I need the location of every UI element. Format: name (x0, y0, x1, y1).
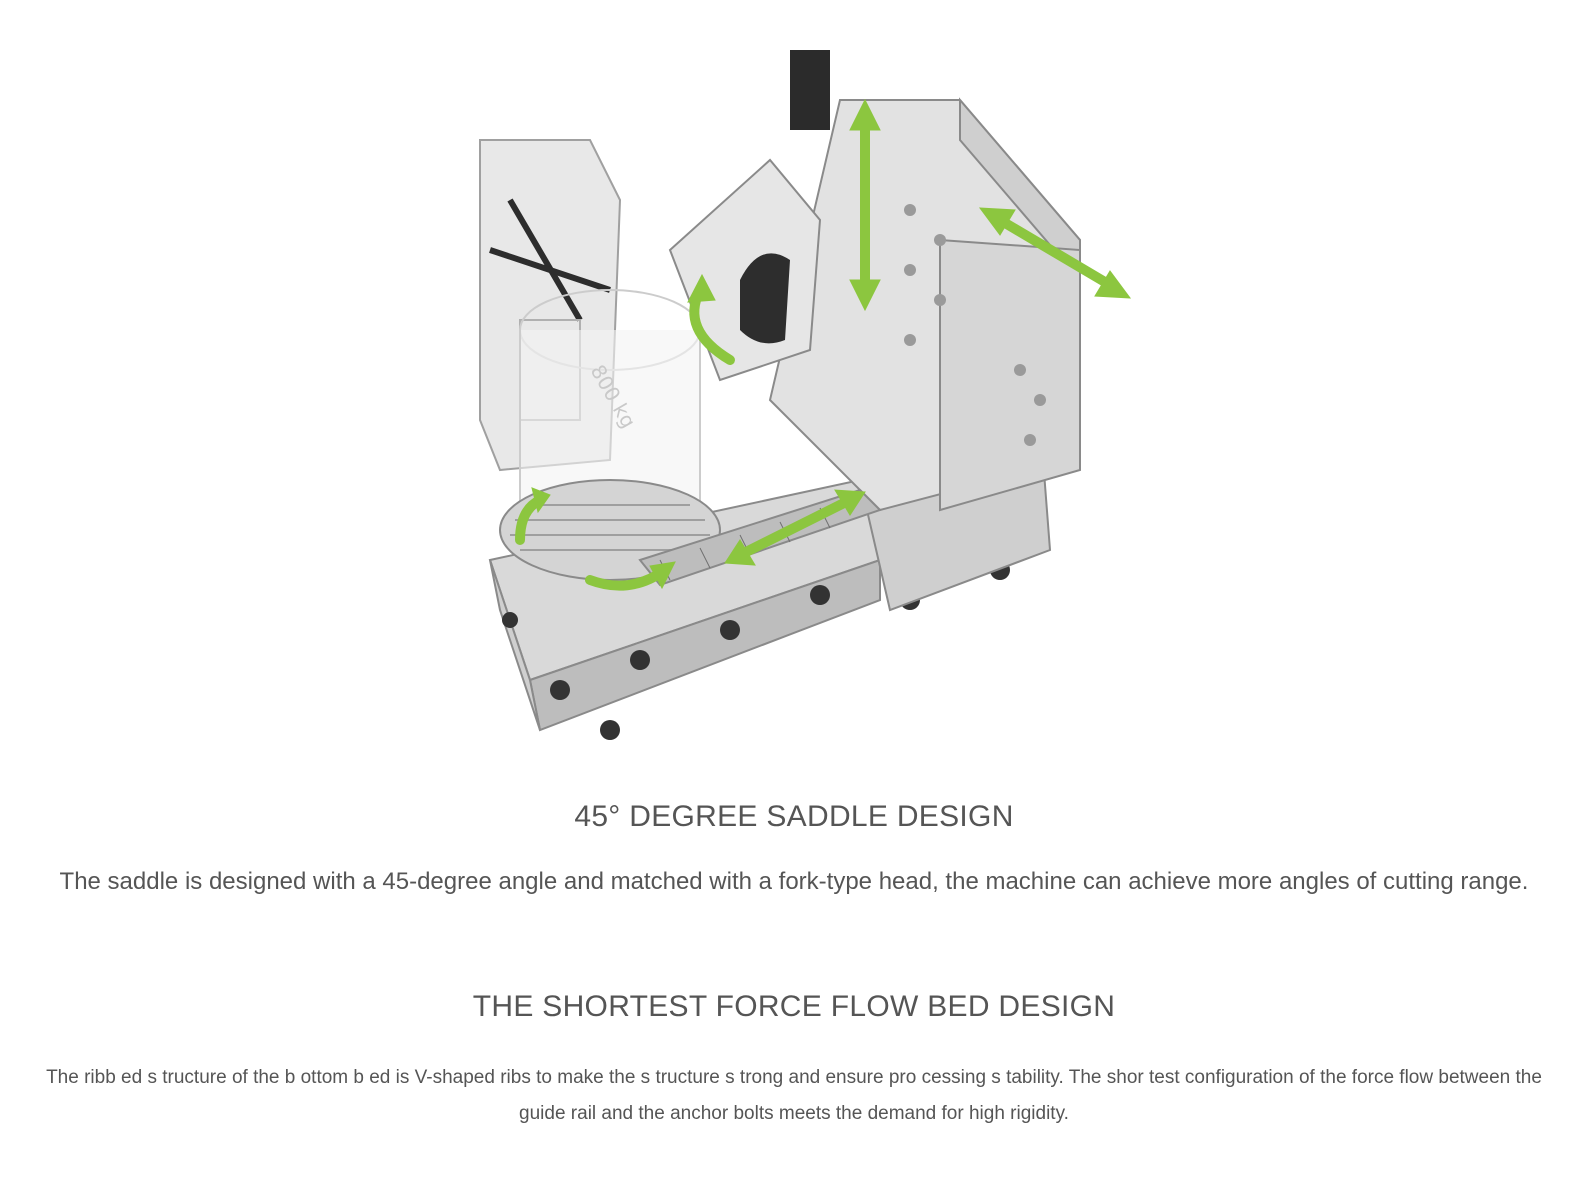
section-heading: THE SHORTEST FORCE FLOW BED DESIGN (472, 990, 1116, 1023)
section-heading: 45° DEGREE SADDLE DESIGN (574, 800, 1014, 833)
section-text: The saddle is designed with a 45-degree … (59, 868, 1529, 895)
section-text: The ribb ed s tructure of the b ottom b … (46, 1067, 1542, 1124)
machine-illustration: 800 kg (440, 40, 1160, 750)
